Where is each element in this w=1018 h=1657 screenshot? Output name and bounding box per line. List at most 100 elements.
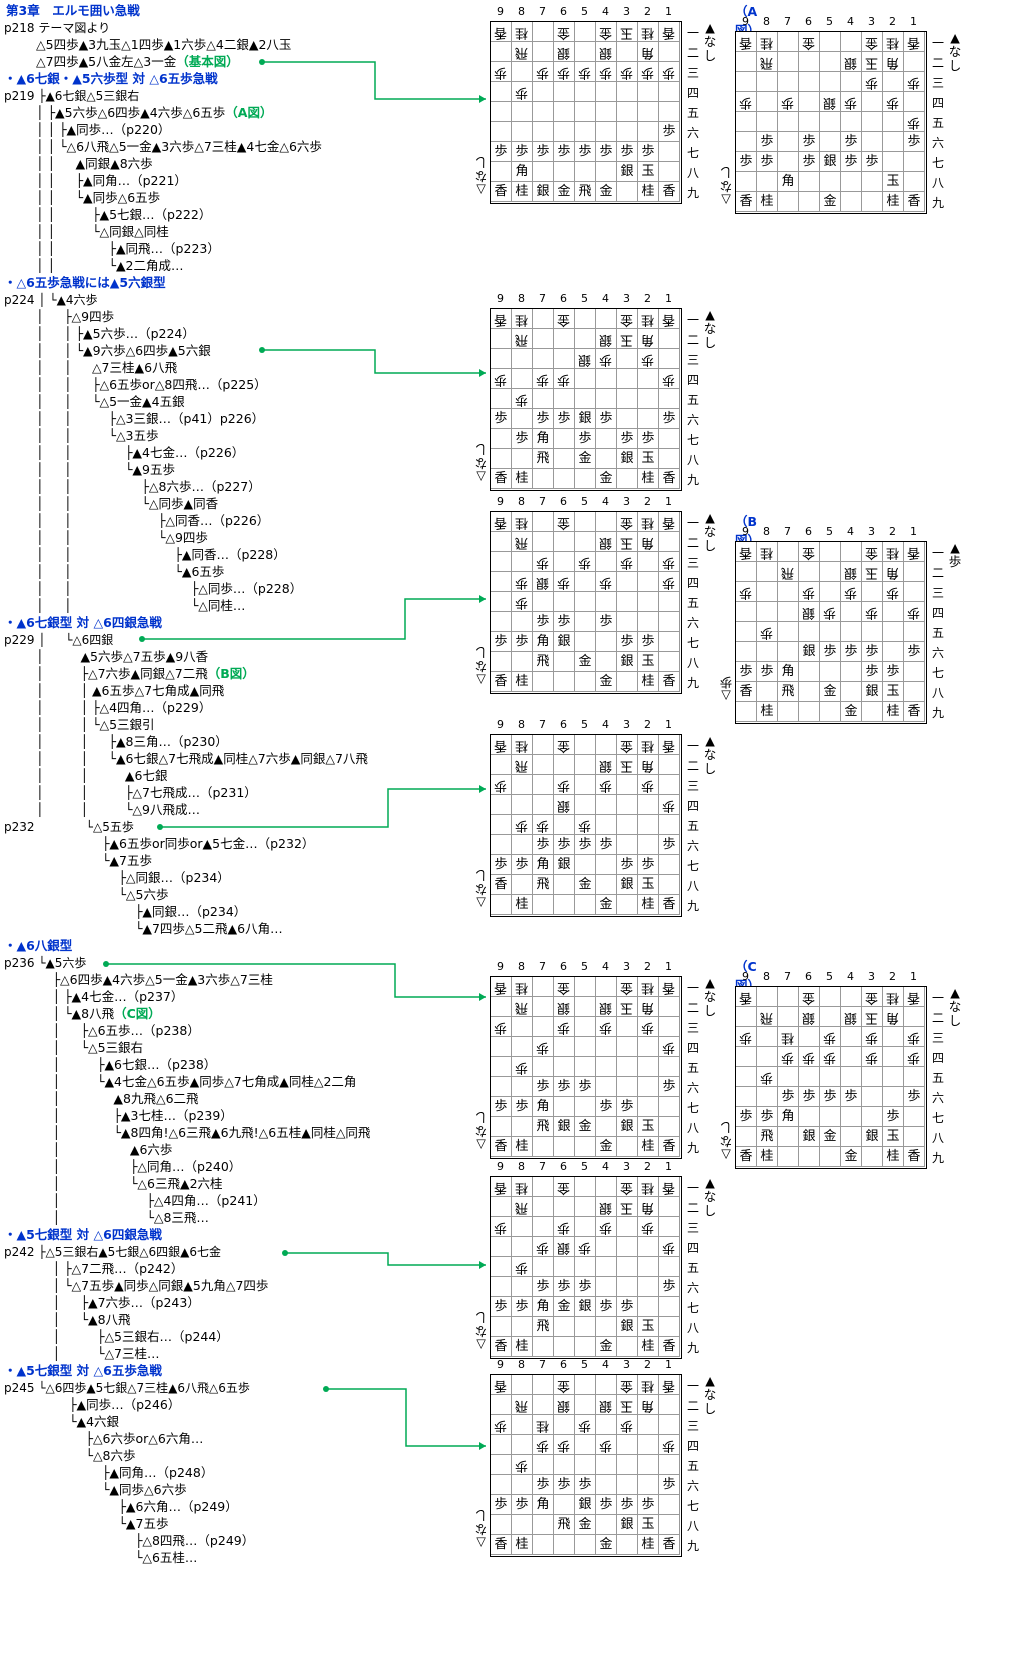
board-square: 歩	[799, 132, 820, 152]
gote-piece: 銀	[557, 1240, 571, 1255]
board-square	[883, 642, 904, 662]
board-square	[554, 592, 575, 612]
board-square: 歩	[617, 1097, 638, 1117]
board-square	[617, 1455, 638, 1475]
file-label: 6	[560, 718, 567, 731]
sente-piece: 歩	[865, 664, 879, 679]
board-square: 桂	[512, 182, 533, 202]
file-label: 3	[868, 525, 875, 538]
move-line: ├▲同角…（p248）	[36, 1465, 213, 1481]
board-square: 桂	[512, 512, 533, 532]
gote-piece: 金	[557, 738, 571, 753]
rank-label: 六	[687, 616, 700, 630]
sente-piece: 銀	[578, 1497, 592, 1512]
file-label: 8	[518, 960, 525, 973]
file-label: 6	[805, 970, 812, 983]
rank-label: 九	[687, 1141, 700, 1155]
board-square: 桂	[883, 702, 904, 722]
gote-piece: 歩	[886, 585, 900, 600]
board-square: 歩	[820, 1047, 841, 1067]
board-square	[596, 82, 617, 102]
board-square	[617, 349, 638, 369]
board-square	[596, 449, 617, 469]
board-square: 歩	[491, 142, 512, 162]
board-square	[799, 622, 820, 642]
board-square: 銀	[554, 42, 575, 62]
board-square: 歩	[575, 552, 596, 572]
board-square: 香	[659, 1337, 680, 1357]
sente-piece: 歩	[641, 431, 655, 446]
gote-piece: 銀	[844, 565, 858, 580]
board-square: 玉	[638, 449, 659, 469]
board-square	[659, 612, 680, 632]
board-square: 香	[659, 309, 680, 329]
board-square: 飛	[512, 755, 533, 775]
board-grid: 香桂金金桂香飛銀玉角銀歩歩歩歩歩歩歩歩歩歩銀歩歩歩角歩歩歩飛金銀玉香桂金桂香	[490, 308, 682, 491]
board-square: 歩	[596, 1017, 617, 1037]
board-square: 歩	[862, 602, 883, 622]
board-square: 歩	[659, 1077, 680, 1097]
board-square: 歩	[491, 1017, 512, 1037]
board-square	[491, 612, 512, 632]
board-square: 香	[904, 1147, 925, 1167]
sente-piece: 歩	[620, 1497, 634, 1512]
rank-label: 五	[687, 819, 700, 833]
gote-piece: 歩	[662, 1438, 676, 1453]
move-text: ・▲5七銀型 対 △6五歩急戦	[4, 1363, 162, 1378]
gote-piece: 桂	[515, 1180, 529, 1195]
board-square	[778, 1007, 799, 1027]
file-label: 5	[581, 718, 588, 731]
file-label: 9	[742, 970, 749, 983]
board-square: 銀	[596, 755, 617, 775]
rank-label: 三	[687, 353, 700, 367]
gote-piece: 金	[557, 1378, 571, 1393]
board-square	[554, 429, 575, 449]
sente-piece: 桂	[515, 471, 529, 486]
board-square: 玉	[617, 755, 638, 775]
board-square: 歩	[638, 62, 659, 82]
board-square: 玉	[617, 1197, 638, 1217]
board-square: 金	[820, 682, 841, 702]
gote-piece: 金	[865, 35, 879, 50]
board-square: 歩	[575, 1475, 596, 1495]
board-square: 香	[491, 977, 512, 997]
board-square	[491, 429, 512, 449]
board-square	[512, 775, 533, 795]
sente-piece: 飛	[536, 1319, 550, 1334]
board-square: 香	[491, 309, 512, 329]
sente-piece: 桂	[886, 704, 900, 719]
gote-piece: 歩	[557, 1020, 571, 1035]
board-square	[659, 1197, 680, 1217]
move-line: │ ├▲5六歩△6四歩▲4六歩△6五歩（A図）	[36, 105, 272, 121]
board-square	[554, 329, 575, 349]
board-square: 銀	[799, 642, 820, 662]
file-label: 2	[889, 970, 896, 983]
sente-piece: 歩	[536, 1079, 550, 1094]
board-square	[596, 815, 617, 835]
board-square	[820, 1007, 841, 1027]
board-square	[533, 895, 554, 915]
board-square	[491, 755, 512, 775]
board-square	[491, 1455, 512, 1475]
board-square: 歩	[638, 349, 659, 369]
board-square	[659, 162, 680, 182]
board-square: 角	[512, 162, 533, 182]
sente-piece: 桂	[515, 674, 529, 689]
rank-label: 三	[932, 586, 945, 600]
board-square	[533, 775, 554, 795]
move-line: p224 │ └▲4六歩	[4, 292, 97, 308]
connector-dot	[259, 59, 265, 65]
board-square	[659, 1395, 680, 1415]
board-square	[491, 1515, 512, 1535]
board-square: 歩	[736, 1107, 757, 1127]
move-line: │ │ ├△7七飛成…（p231）	[36, 785, 257, 801]
move-line: │ ├△9四歩	[36, 309, 114, 325]
rank-label: 四	[932, 606, 945, 620]
gote-piece: 玉	[620, 535, 634, 550]
board-square: 角	[638, 997, 659, 1017]
board-square: 銀	[799, 602, 820, 622]
move-text: │ │ ├△同香…（p226）	[36, 513, 270, 528]
sente-piece: 桂	[641, 1339, 655, 1354]
gote-piece: 玉	[620, 758, 634, 773]
file-label: 2	[889, 15, 896, 28]
